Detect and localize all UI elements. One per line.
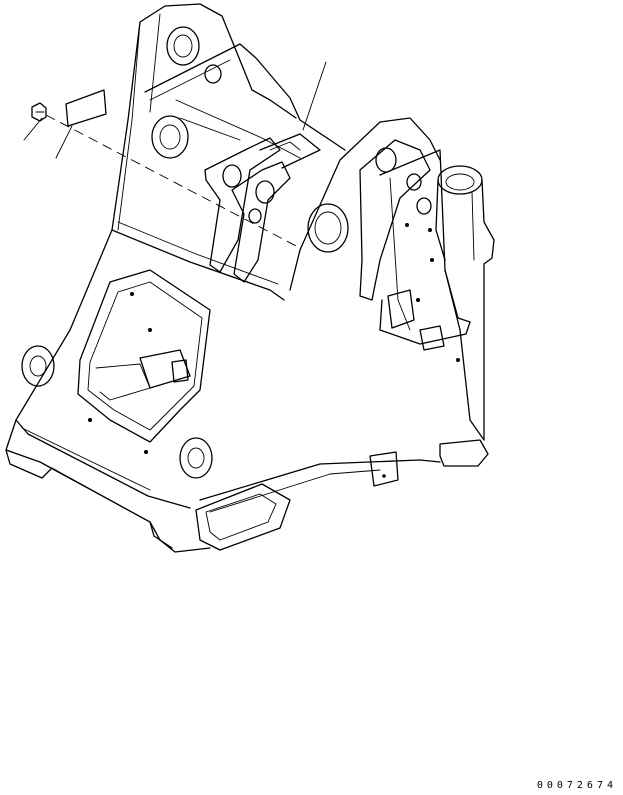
drawing-id: 00072674 (536, 780, 617, 791)
leader-lines (23, 61, 327, 159)
bolt-part (31, 102, 47, 122)
label-plate-part (65, 89, 107, 127)
front-frame (5, 3, 495, 553)
